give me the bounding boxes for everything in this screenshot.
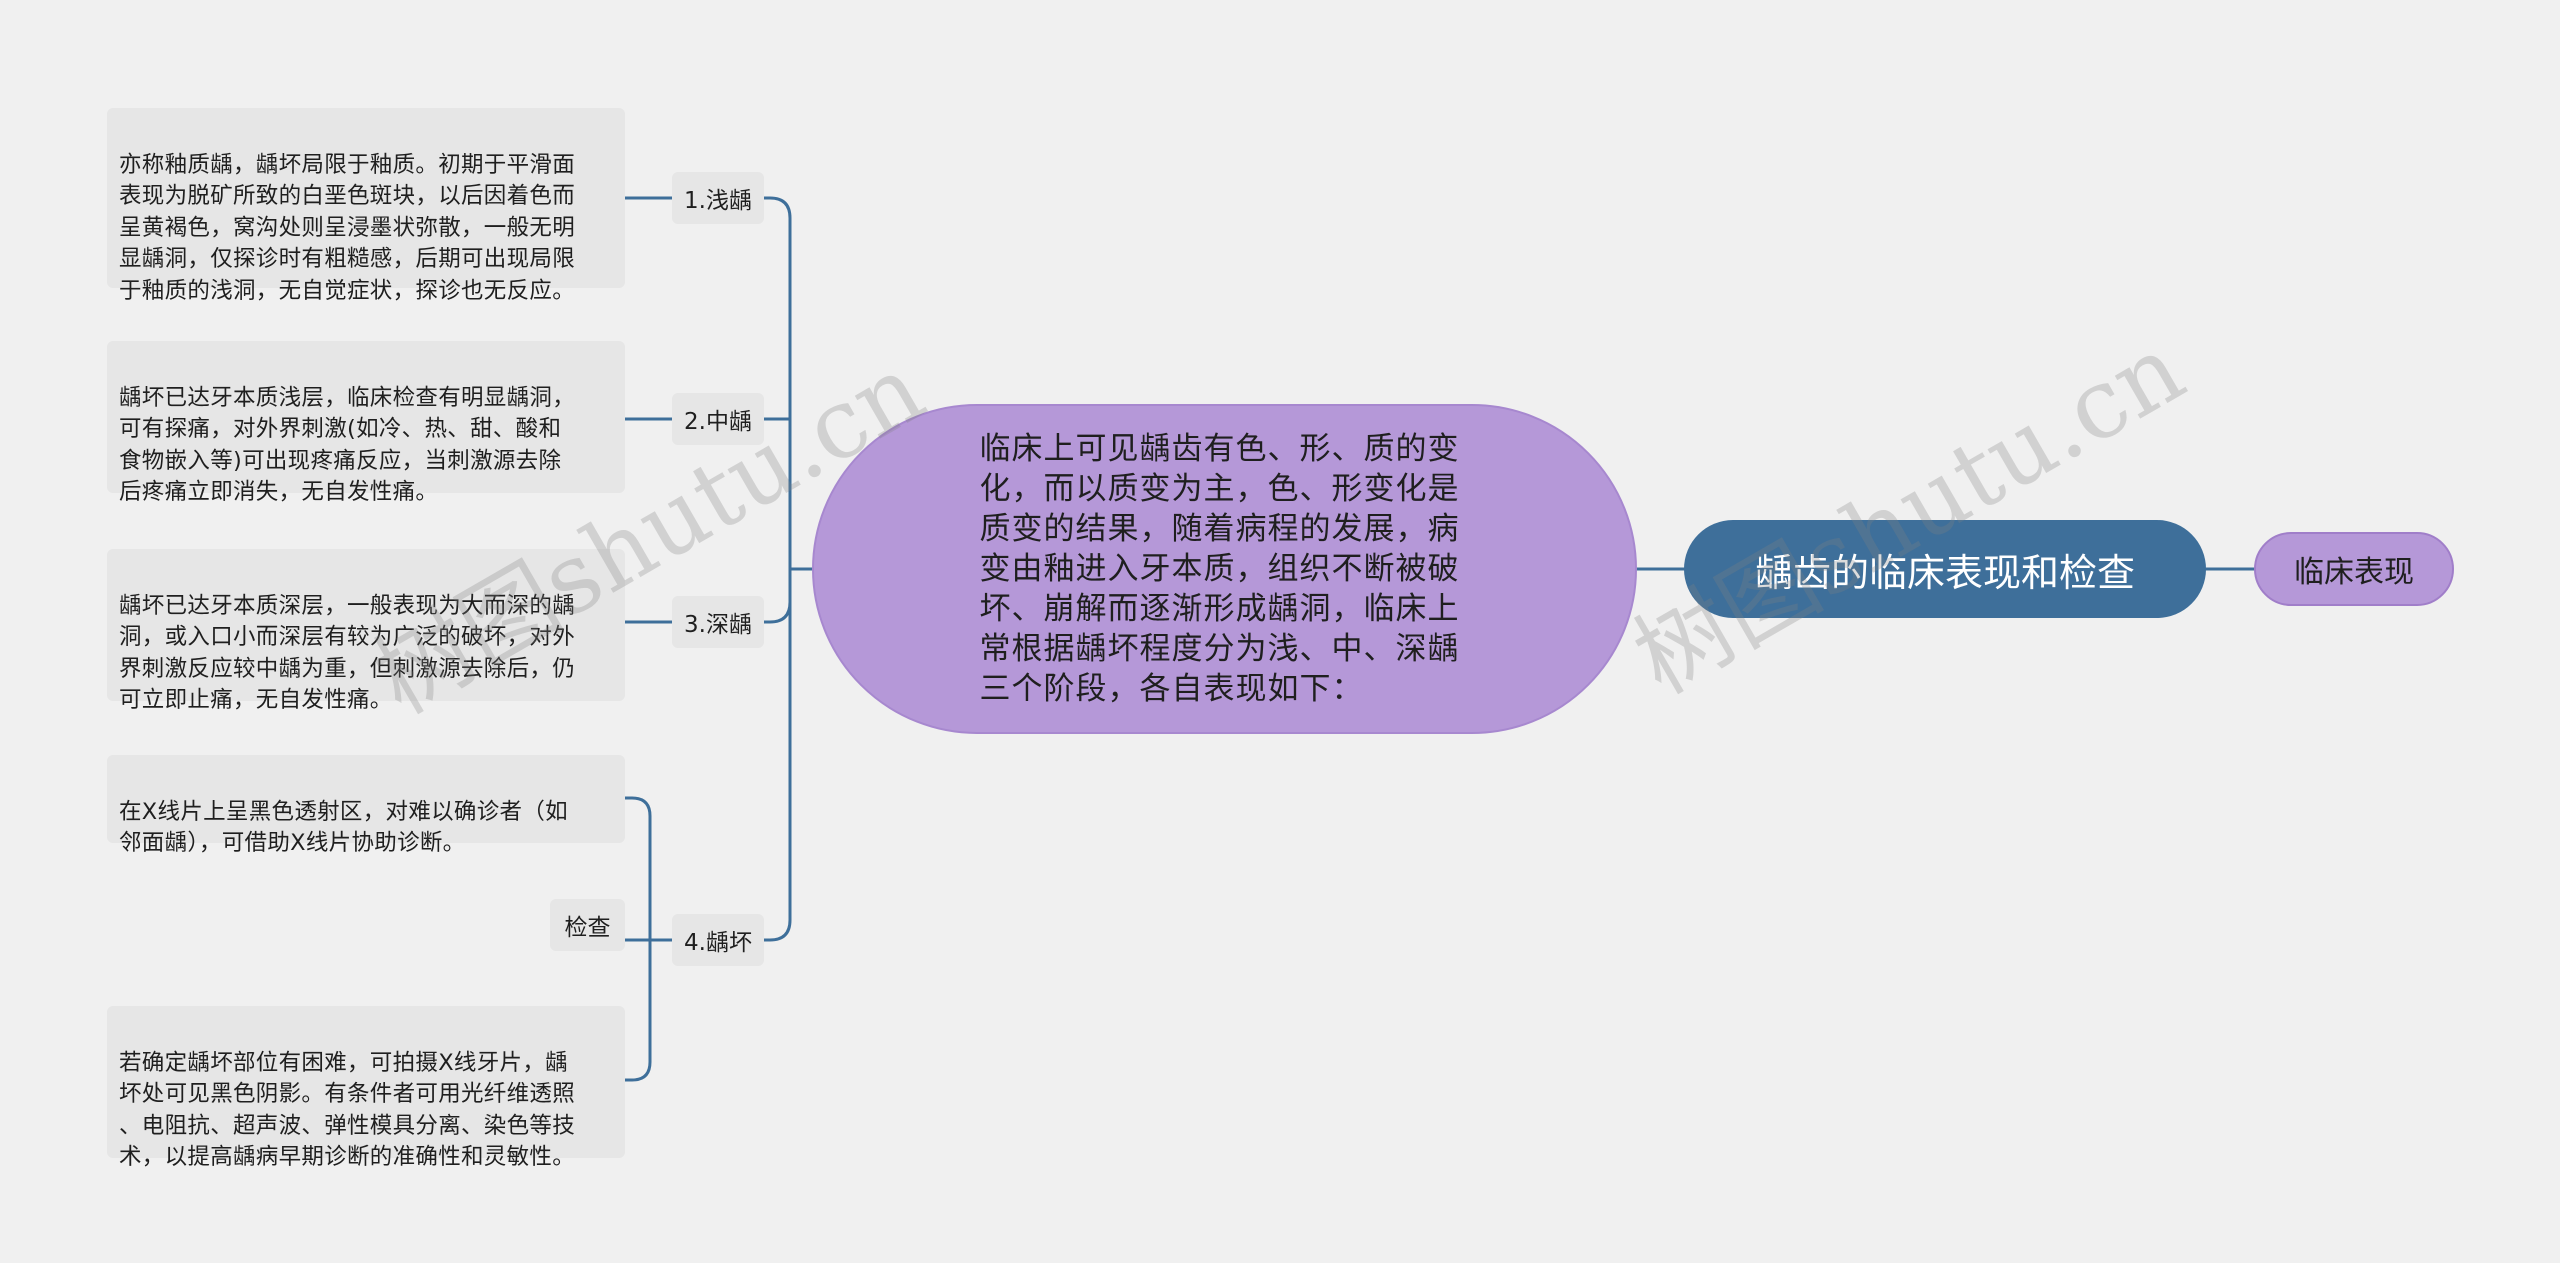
right-node-clinical[interactable]: 临床表现 bbox=[2254, 532, 2454, 606]
root-node[interactable]: 龋齿的临床表现和检查 bbox=[1684, 520, 2206, 618]
leaf-text: 龋坏已达牙本质深层，一般表现为大而深的龋 洞，或入口小而深层有较为广泛的破坏，对… bbox=[119, 592, 576, 714]
branch-medium-caries[interactable]: 2.中龋 bbox=[672, 393, 764, 445]
branch-label: 2.中龋 bbox=[684, 409, 752, 435]
leaf-exam-details[interactable]: 若确定龋坏部位有困难，可拍摄X线牙片，龋 坏处可见黑色阴影。有条件者可用光纤维透… bbox=[107, 1006, 625, 1170]
branch-label: 4.龋坏 bbox=[684, 930, 752, 956]
leaf-text: 若确定龋坏部位有困难，可拍摄X线牙片，龋 坏处可见黑色阴影。有条件者可用光纤维透… bbox=[119, 1049, 576, 1171]
leaf-text: 亦称釉质龋，龋坏局限于釉质。初期于平滑面 表现为脱矿所致的白垩色斑块，以后因着色… bbox=[119, 151, 576, 304]
branch-shallow-caries[interactable]: 1.浅龋 bbox=[672, 172, 764, 224]
main-node-text: 临床上可见龋齿有色、形、质的变化，而以质变为主，色、形变化是质变的结果，随着病程… bbox=[979, 431, 1460, 707]
leaf-text: 在X线片上呈黑色透射区，对难以确诊者（如 邻面龋），可借助X线片协助诊断。 bbox=[119, 798, 568, 857]
leaf-exam-label[interactable]: 检查 bbox=[550, 899, 625, 951]
main-node[interactable]: 临床上可见龋齿有色、形、质的变化，而以质变为主，色、形变化是质变的结果，随着病程… bbox=[812, 404, 1637, 734]
connector-main-branches bbox=[762, 196, 814, 942]
connector-branch4-sub bbox=[623, 796, 674, 1082]
leaf-xray[interactable]: 在X线片上呈黑色透射区，对难以确诊者（如 邻面龋），可借助X线片协助诊断。 bbox=[107, 755, 625, 856]
root-title: 龋齿的临床表现和检查 bbox=[1754, 550, 2135, 595]
right-node-label: 临床表现 bbox=[2294, 555, 2414, 590]
branch-deep-caries[interactable]: 3.深龋 bbox=[672, 596, 764, 648]
branch-caries-lesion[interactable]: 4.龋坏 bbox=[672, 914, 764, 966]
branch-label: 3.深龋 bbox=[684, 612, 752, 638]
leaf-medium-caries[interactable]: 龋坏已达牙本质浅层，临床检查有明显龋洞， 可有探痛，对外界刺激(如冷、热、甜、酸… bbox=[107, 341, 625, 505]
leaf-text: 检查 bbox=[564, 915, 611, 941]
leaf-text: 龋坏已达牙本质浅层，临床检查有明显龋洞， 可有探痛，对外界刺激(如冷、热、甜、酸… bbox=[119, 384, 576, 506]
leaf-shallow-caries[interactable]: 亦称釉质龋，龋坏局限于釉质。初期于平滑面 表现为脱矿所致的白垩色斑块，以后因着色… bbox=[107, 108, 625, 304]
branch-label: 1.浅龋 bbox=[684, 188, 752, 214]
leaf-deep-caries[interactable]: 龋坏已达牙本质深层，一般表现为大而深的龋 洞，或入口小而深层有较为广泛的破坏，对… bbox=[107, 549, 625, 713]
